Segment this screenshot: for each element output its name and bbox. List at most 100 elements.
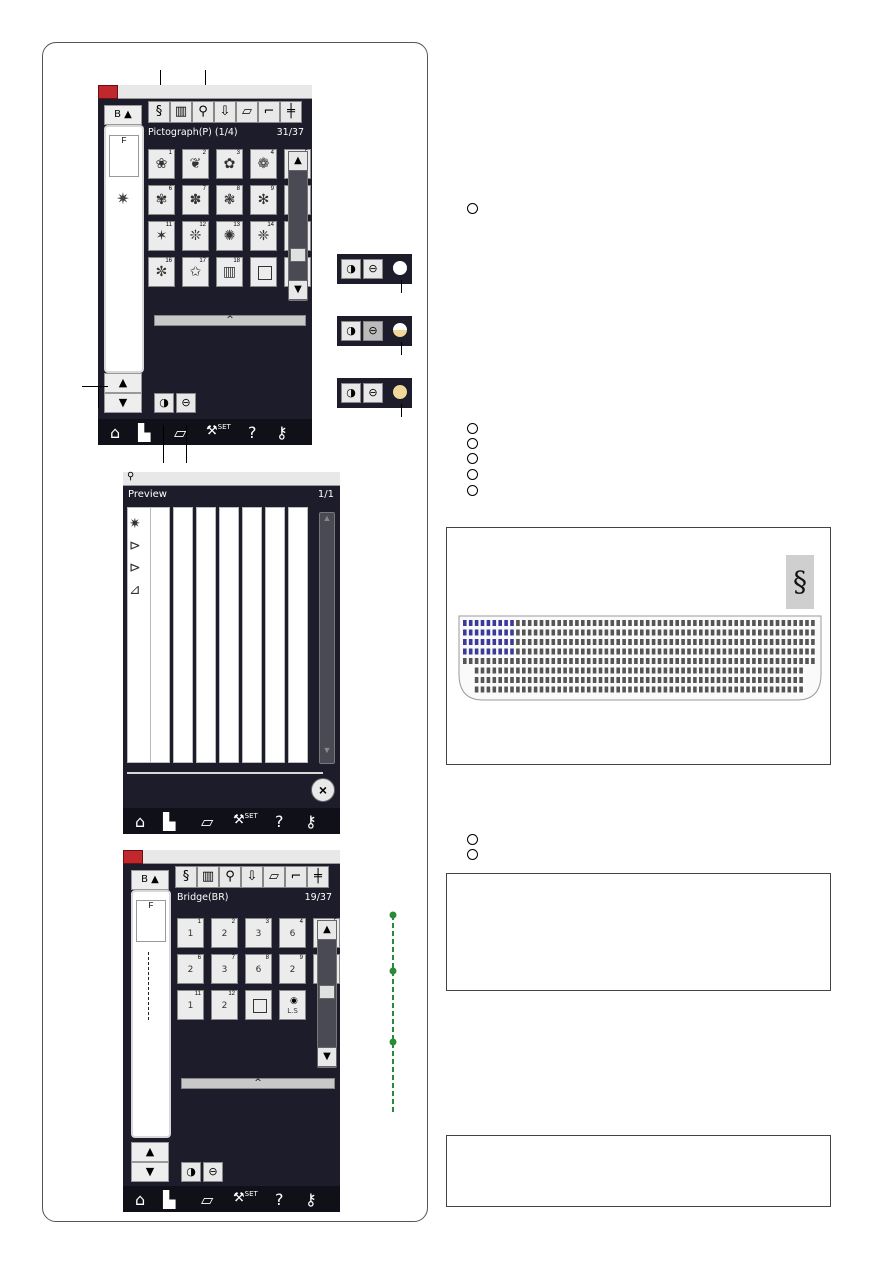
pattern-cell[interactable]: 18▥ bbox=[216, 257, 243, 287]
help-icon[interactable]: ? bbox=[275, 1190, 284, 1209]
set-icon[interactable]: ⚒SET bbox=[206, 423, 231, 439]
mirror-horizontal-icon[interactable]: ⊖ bbox=[203, 1162, 223, 1182]
pattern-cell[interactable]: 2❦ bbox=[182, 149, 209, 179]
stitch-chart-mark bbox=[498, 658, 502, 664]
sewing-mode-icon[interactable]: ▙ bbox=[163, 812, 176, 831]
open-file-icon[interactable]: ▱ bbox=[263, 866, 285, 888]
stitch-chart-mark bbox=[634, 648, 638, 655]
key-icon[interactable]: ⚷ bbox=[305, 1190, 317, 1209]
pattern-cell[interactable] bbox=[245, 990, 272, 1020]
elongation-icon[interactable]: ⌐ bbox=[258, 101, 280, 123]
tension-icon[interactable]: ╪ bbox=[307, 866, 329, 888]
scroll-up-arrow[interactable]: ▲ bbox=[322, 513, 332, 523]
b-foot-button[interactable]: B ▲ bbox=[131, 870, 169, 890]
pattern-cell[interactable]: 4❁ bbox=[250, 149, 277, 179]
vertical-scrollbar[interactable]: ▲ ▼ bbox=[288, 151, 308, 301]
mirror-pattern-icon[interactable]: § bbox=[148, 101, 170, 123]
sewing-mode-icon[interactable]: ▙ bbox=[138, 423, 151, 442]
home-icon[interactable]: ⌂ bbox=[135, 1190, 146, 1209]
pattern-cell[interactable]: 9✻ bbox=[250, 185, 277, 215]
machine-tab[interactable] bbox=[98, 85, 118, 99]
pattern-number: 4 bbox=[270, 150, 274, 156]
file-icon[interactable]: ▱ bbox=[174, 423, 187, 442]
home-icon[interactable]: ⌂ bbox=[110, 423, 121, 442]
pattern-cell[interactable]: 11✶ bbox=[148, 221, 175, 251]
stitch-chart-mark bbox=[510, 658, 514, 664]
mirror-vertical-icon[interactable]: ◑ bbox=[154, 393, 174, 413]
file-icon[interactable]: ▱ bbox=[201, 812, 214, 831]
expand-bar[interactable]: ^ bbox=[154, 315, 306, 326]
set-icon[interactable]: ⚒SET bbox=[233, 1190, 258, 1206]
scroll-thumb[interactable] bbox=[319, 985, 335, 999]
pattern-cell[interactable]: 3✿ bbox=[216, 149, 243, 179]
mirror-pattern-icon[interactable]: § bbox=[175, 866, 197, 888]
search-icon[interactable]: ⚲ bbox=[192, 101, 214, 123]
pattern-cell[interactable]: 1❀ bbox=[148, 149, 175, 179]
scroll-thumb[interactable] bbox=[290, 248, 306, 262]
close-button[interactable]: × bbox=[311, 778, 335, 802]
stitch-chart-mark bbox=[704, 667, 709, 674]
mirror-state-horizontal: ◑ ⊖ bbox=[337, 316, 412, 346]
scroll-up-arrow[interactable]: ▲ bbox=[288, 151, 308, 171]
mirror-vertical-icon[interactable]: ◑ bbox=[181, 1162, 201, 1182]
stitch-chart-mark bbox=[616, 667, 620, 674]
scroll-down-arrow[interactable]: ▼ bbox=[322, 745, 332, 755]
pattern-cell[interactable]: 17✩ bbox=[182, 257, 209, 287]
scroll-up-button[interactable]: ▲ bbox=[131, 1142, 169, 1162]
help-icon[interactable]: ? bbox=[248, 423, 257, 442]
pattern-cell[interactable]: 8❃ bbox=[216, 185, 243, 215]
pattern-cell[interactable]: 16✼ bbox=[148, 257, 175, 287]
b-foot-button[interactable]: B ▲ bbox=[104, 105, 142, 125]
pattern-cell[interactable]: 14❈ bbox=[250, 221, 277, 251]
open-file-icon[interactable]: ▱ bbox=[236, 101, 258, 123]
stitch-chart-mark bbox=[693, 667, 697, 674]
delete-icon[interactable]: ▥ bbox=[197, 866, 219, 888]
pattern-cell[interactable]: L.S◉ bbox=[279, 990, 306, 1020]
stitch-chart-mark bbox=[563, 648, 567, 655]
tension-icon[interactable]: ╪ bbox=[280, 101, 302, 123]
scroll-down-arrow[interactable]: ▼ bbox=[317, 1047, 337, 1067]
elongation-icon[interactable]: ⌐ bbox=[285, 866, 307, 888]
sewing-mode-icon[interactable]: ▙ bbox=[163, 1190, 176, 1209]
machine-tab[interactable] bbox=[123, 850, 143, 864]
pattern-cell[interactable]: 7✽ bbox=[182, 185, 209, 215]
save-icon[interactable]: ⇩ bbox=[241, 866, 263, 888]
stitch-chart-mark bbox=[657, 648, 662, 655]
leader-line bbox=[401, 404, 402, 417]
key-icon[interactable]: ⚷ bbox=[305, 812, 317, 831]
expand-bar[interactable]: ^ bbox=[181, 1078, 335, 1089]
vertical-scrollbar[interactable]: ▲ ▼ bbox=[317, 920, 337, 1068]
pattern-cell[interactable] bbox=[250, 257, 277, 287]
file-icon[interactable]: ▱ bbox=[201, 1190, 214, 1209]
scroll-up-button[interactable]: ▲ bbox=[104, 373, 142, 393]
delete-icon[interactable]: ▥ bbox=[170, 101, 192, 123]
search-icon[interactable]: ⚲ bbox=[219, 866, 241, 888]
mirror-horizontal-icon[interactable]: ⊖ bbox=[176, 393, 196, 413]
scroll-up-arrow[interactable]: ▲ bbox=[317, 920, 337, 940]
key-icon[interactable]: ⚷ bbox=[276, 423, 288, 442]
preview-scrollbar[interactable]: ▲ ▼ bbox=[319, 512, 335, 764]
scroll-down-button[interactable]: ▼ bbox=[131, 1162, 169, 1182]
stitch-chart-mark bbox=[539, 629, 544, 636]
stitch-chart-mark bbox=[539, 639, 544, 645]
pattern-cell[interactable]: 6✾ bbox=[148, 185, 175, 215]
scroll-down-button[interactable]: ▼ bbox=[104, 393, 142, 413]
pattern-number: 17 bbox=[199, 258, 206, 264]
help-icon[interactable]: ? bbox=[275, 812, 284, 831]
pattern-cell[interactable]: 12❊ bbox=[182, 221, 209, 251]
save-icon[interactable]: ⇩ bbox=[214, 101, 236, 123]
home-icon[interactable]: ⌂ bbox=[135, 812, 146, 831]
set-icon[interactable]: ⚒SET bbox=[233, 812, 258, 828]
scroll-down-arrow[interactable]: ▼ bbox=[288, 280, 308, 300]
pattern-cell[interactable]: 13✺ bbox=[216, 221, 243, 251]
